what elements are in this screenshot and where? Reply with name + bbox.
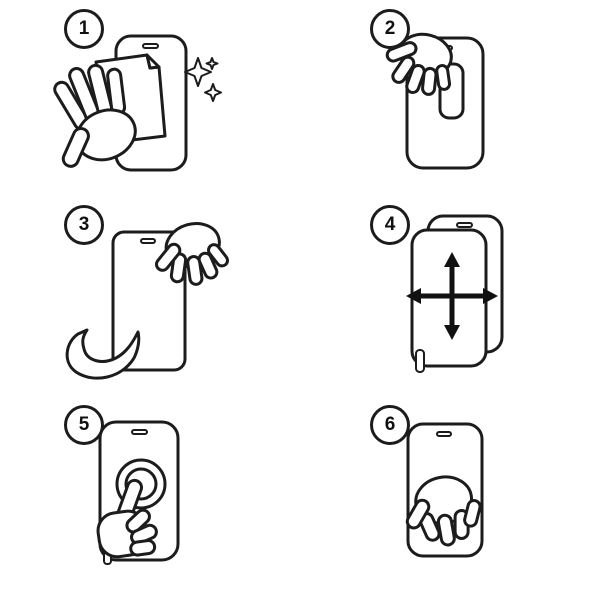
peeling-hand-icon (155, 222, 230, 286)
step-6-number-badge: 6 (370, 405, 410, 445)
step-4-panel: 4 (300, 200, 600, 400)
protector-sheet (410, 228, 488, 373)
wipe-screen-with-cloth-and-sparkles-icon (53, 34, 222, 172)
step-2-number-badge: 2 (370, 9, 410, 49)
smooth-screen-with-hand-icon (405, 422, 484, 558)
step-number: 3 (78, 214, 90, 235)
step-number: 5 (78, 414, 90, 435)
wiping-hand-icon (53, 63, 137, 168)
pointing-finger-hand-icon (96, 478, 158, 559)
align-protector-four-direction-arrows-icon (406, 214, 504, 373)
step-4-number-badge: 4 (370, 205, 410, 245)
holding-hand-icon (65, 328, 141, 380)
hold-phone-and-peel-film-from-top-icon (65, 222, 230, 380)
sparkles-icon (184, 57, 222, 102)
four-direction-arrows-icon (406, 252, 498, 340)
step-3-panel: 3 (0, 200, 300, 400)
step-2-panel: 2 (300, 0, 600, 200)
step-6-panel: 6 (300, 400, 600, 600)
pinching-hand-icon (385, 32, 453, 96)
smoothing-hand-icon (405, 475, 482, 547)
step-1-number-badge: 1 (64, 9, 104, 49)
peel-liner-tab-from-screen-icon (385, 32, 485, 170)
step-5-panel: 5 (0, 400, 300, 600)
step-number: 4 (384, 214, 396, 235)
press-ripples-icon (115, 458, 167, 510)
step-number: 6 (384, 414, 396, 435)
press-center-of-screen-with-finger-icon (96, 420, 180, 565)
step-3-number-badge: 3 (64, 205, 104, 245)
step-number: 1 (78, 18, 90, 39)
step-5-number-badge: 5 (64, 405, 104, 445)
step-number: 2 (384, 18, 396, 39)
step-1-panel: 1 (0, 0, 300, 200)
